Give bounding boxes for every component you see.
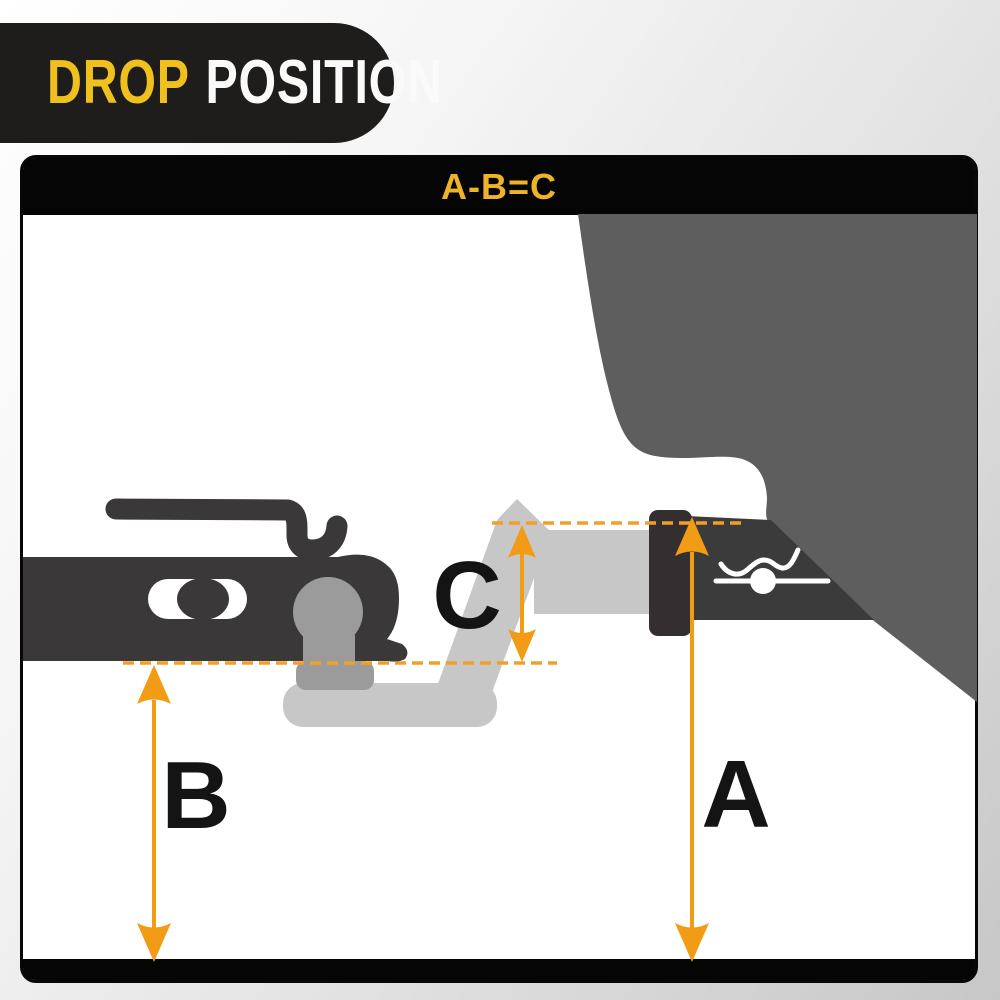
formula-bar: A-B=C bbox=[23, 158, 975, 215]
ball-base bbox=[296, 661, 374, 690]
title-rest: POSITION bbox=[205, 48, 443, 117]
formula-text: A-B=C bbox=[440, 165, 557, 207]
shank-platform bbox=[283, 683, 497, 727]
page-title: DROP POSITION bbox=[47, 52, 443, 114]
measurement-label-b: B bbox=[161, 742, 231, 849]
hitch-pin-clip-icon bbox=[713, 547, 831, 594]
vehicle-rear-silhouette bbox=[578, 214, 977, 702]
arrow-a-head-down bbox=[675, 923, 709, 962]
coupler-latch-lever bbox=[105, 498, 348, 561]
measurement-label-a: A bbox=[701, 741, 771, 848]
frame-footer-bar bbox=[23, 959, 975, 980]
measurement-label-c: C bbox=[432, 542, 502, 649]
pin-hole bbox=[750, 568, 776, 594]
title-highlight: DROP bbox=[47, 48, 190, 117]
arrow-c bbox=[508, 525, 536, 662]
receiver-collar bbox=[649, 510, 692, 636]
title-banner: DROP POSITION bbox=[0, 23, 442, 143]
trailer-coupler bbox=[23, 498, 408, 690]
measurement-arrows bbox=[137, 517, 709, 962]
arrow-c-head-up bbox=[508, 525, 536, 558]
hitch-ball bbox=[293, 577, 363, 647]
arrow-a-head-up bbox=[675, 517, 709, 556]
reference-lines bbox=[123, 521, 744, 665]
arrow-b bbox=[137, 665, 171, 962]
coupler-latch-lens bbox=[177, 578, 229, 620]
arrow-b-head-down bbox=[137, 923, 171, 962]
arrow-a bbox=[675, 517, 709, 962]
arrow-c-head-down bbox=[508, 629, 536, 662]
arrow-b-head-up bbox=[137, 665, 171, 704]
pin-clip-wave bbox=[718, 547, 801, 577]
